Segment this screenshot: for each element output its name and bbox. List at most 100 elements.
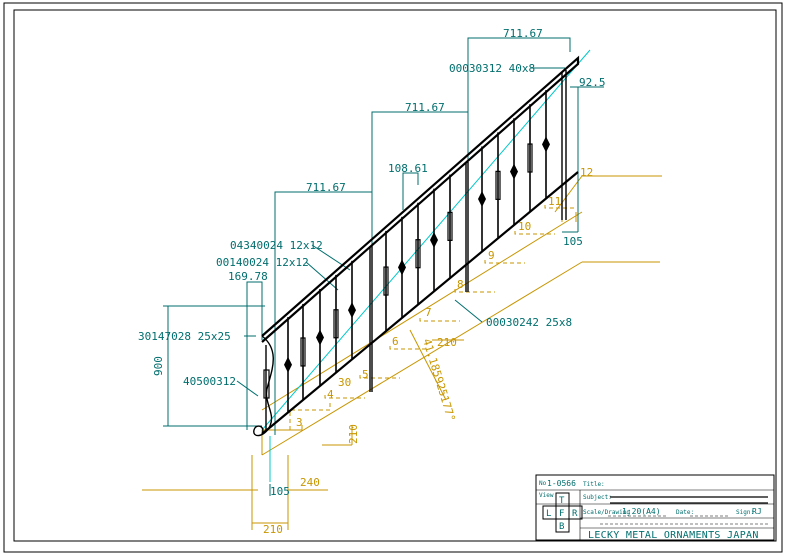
baluster-a-label: 04340024 12x12: [230, 239, 323, 252]
handrail: [261, 55, 580, 343]
step-number: 10: [518, 220, 531, 233]
step-number: 5: [362, 368, 369, 381]
scroll-newel: [253, 335, 274, 437]
baluster-twist: [415, 239, 421, 269]
slope-leader: [409, 329, 447, 401]
view-right-box: [568, 505, 583, 520]
leader-baluster-b: [305, 261, 339, 291]
dim-bay-middle-label: 711.67: [405, 101, 445, 114]
tb-scale-value: 1:20(A4): [622, 507, 661, 516]
dim-offset: [246, 281, 263, 430]
baluster-knuckle: [398, 259, 406, 276]
baluster-twist: [527, 143, 533, 173]
title-block: No 1-0566 Title: View Subject: Scale/Dra…: [535, 474, 775, 541]
view-bottom-box: [555, 518, 570, 533]
dim-bay-lower-label: 711.67: [306, 181, 346, 194]
base-width-label: 210: [263, 523, 283, 536]
wall-offset-label: 12: [580, 166, 593, 179]
bottom-rail: [261, 171, 579, 435]
dim-offset-label: 169.78: [228, 270, 268, 283]
tb-date-label: Date:: [676, 509, 694, 516]
step-number: 3: [296, 416, 303, 429]
dim-post-size-left-label: 105: [270, 485, 290, 498]
step-1: [261, 425, 303, 455]
tb-drawing-no: 1-0566: [547, 479, 576, 488]
view-left-letter: L: [546, 509, 551, 519]
step-number: 11: [548, 195, 561, 208]
newel-part-label: 30147028 25x25: [138, 330, 231, 343]
riser-height-label: 210: [347, 424, 360, 444]
outer-frame: [3, 2, 783, 553]
leader-scroll: [236, 380, 259, 397]
dim-bay-top-label: 711.67: [503, 27, 543, 40]
teal-labels: 711.67 711.67 711.67 108.61 00030312 40x…: [138, 27, 606, 498]
step-number: 8: [457, 278, 464, 291]
step-number: 4: [327, 388, 334, 401]
step-10: [544, 205, 575, 209]
tb-no-label: No: [539, 480, 547, 487]
baluster-knuckle: [348, 302, 356, 319]
rake-centerline: [261, 49, 591, 431]
step-number: 6: [392, 335, 399, 348]
baluster-knuckle: [316, 329, 324, 346]
inner-frame: [13, 9, 777, 542]
tb-subject-label: Subject:: [583, 494, 612, 501]
stair-geometry: [142, 175, 662, 530]
step-number: 9: [488, 249, 495, 262]
tb-title-label: Title:: [583, 481, 605, 488]
view-top-letter: T: [559, 496, 565, 506]
baluster-knuckle: [478, 191, 486, 208]
baluster-twist: [333, 309, 339, 339]
baluster-twist: [383, 266, 389, 296]
baluster-b-label: 00140024 12x12: [216, 256, 309, 269]
step-5: [389, 346, 430, 350]
baluster-knuckle: [430, 232, 438, 249]
dim-post-size-right-label: 105: [563, 235, 583, 248]
step-number: 7: [425, 306, 432, 319]
leader-baluster-a: [311, 244, 351, 271]
railing: [253, 55, 580, 437]
tb-scale-label: Scale/Drawing: [583, 509, 630, 516]
tb-view-label: View: [539, 492, 554, 499]
step-6: [419, 318, 460, 322]
step-7: [454, 289, 495, 293]
title-block-border: [535, 474, 775, 541]
scroll-part-label: 40500312: [183, 375, 236, 388]
baluster-knuckle: [510, 163, 518, 180]
bottom-rail-part-label: 00030242 25x8: [486, 316, 572, 329]
post-foot-label: 30: [338, 376, 351, 389]
handrail-part-label: 00030312 40x8: [449, 62, 535, 75]
dim-spacing-label: 108.61: [388, 162, 428, 175]
company-name: LECKY METAL ORNAMENTS JAPAN: [588, 530, 759, 541]
baluster-knuckle: [284, 356, 292, 373]
step-2: [289, 400, 331, 430]
twist-left: [263, 369, 270, 399]
dim-bay-top: [467, 37, 571, 250]
leader-bottom-rail: [454, 299, 483, 323]
step-9: [514, 231, 555, 235]
step-8: [484, 260, 525, 264]
dim-height-label: 900: [152, 356, 165, 376]
tread-ref-label: 210: [437, 336, 457, 349]
dim-bay-lower: [274, 191, 372, 435]
stringer-upper: [261, 211, 583, 411]
baluster-twist: [495, 170, 501, 200]
tread-depth-label: 240: [300, 476, 320, 489]
dim-overhang-label: 92.5: [579, 76, 606, 89]
tb-sign-label: Sign:: [736, 509, 754, 516]
slope-label: 41.185925177°: [420, 337, 458, 423]
baluster-group: [284, 90, 550, 413]
dimension-lines: [163, 37, 604, 496]
dim-spacing: [402, 172, 419, 210]
step-4: [359, 375, 400, 379]
tb-sign-value: RJ: [752, 507, 762, 516]
stringer-lower: [261, 261, 583, 456]
baluster-knuckle: [542, 136, 550, 153]
baluster-twist: [300, 337, 306, 367]
step-3: [324, 395, 365, 399]
view-right-letter: R: [572, 509, 578, 519]
view-bottom-letter: B: [559, 522, 564, 532]
view-front-letter: F: [559, 509, 564, 519]
baluster-twist: [447, 211, 453, 241]
